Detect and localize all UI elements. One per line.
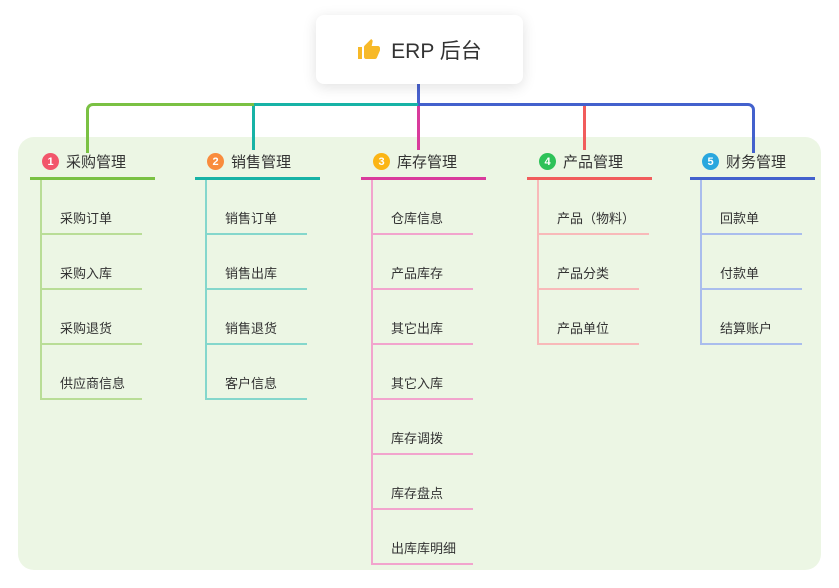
child-topic[interactable]: 付款单 — [702, 235, 802, 290]
child-topic[interactable]: 结算账户 — [702, 290, 802, 345]
child-topic[interactable]: 其它出库 — [373, 290, 473, 345]
branch-children: 产品（物料）产品分类产品单位 — [537, 180, 650, 345]
branch-children: 采购订单采购入库采购退货供应商信息 — [40, 180, 142, 400]
branch-title: 财务管理 — [726, 154, 787, 171]
child-topic[interactable]: 仓库信息 — [373, 180, 473, 235]
priority-badge: 2 — [207, 153, 224, 170]
branch2-segment-line — [254, 103, 418, 106]
branch-title-row[interactable]: 2 销售管理 — [195, 149, 320, 180]
child-topic[interactable]: 采购退货 — [42, 290, 142, 345]
child-topic[interactable]: 产品分类 — [539, 235, 639, 290]
branch-title: 库存管理 — [397, 154, 458, 171]
child-topic[interactable]: 客户信息 — [207, 345, 307, 400]
priority-badge: 5 — [702, 153, 719, 170]
child-topic[interactable]: 采购入库 — [42, 235, 142, 290]
thumbs-up-icon — [358, 38, 381, 59]
child-topic[interactable]: 产品（物料） — [539, 180, 650, 235]
branch-node: 3 库存管理 仓库信息产品库存其它出库其它入库库存调拨库存盘点出库库明细 — [361, 149, 486, 565]
branch-children: 仓库信息产品库存其它出库其它入库库存调拨库存盘点出库库明细 — [371, 180, 473, 565]
child-topic[interactable]: 供应商信息 — [42, 345, 142, 400]
child-topic[interactable]: 销售退货 — [207, 290, 307, 345]
branch-title-row[interactable]: 5 财务管理 — [690, 149, 815, 180]
child-topic[interactable]: 其它入库 — [373, 345, 473, 400]
child-topic[interactable]: 产品库存 — [373, 235, 473, 290]
branch-title: 产品管理 — [563, 154, 624, 171]
child-topic[interactable]: 产品单位 — [539, 290, 639, 345]
child-topic[interactable]: 出库库明细 — [373, 510, 473, 565]
branch-children: 回款单付款单结算账户 — [700, 180, 802, 345]
root-node[interactable]: ERP 后台 — [316, 15, 523, 84]
branch-children: 销售订单销售出库销售退货客户信息 — [205, 180, 307, 400]
branch5-elbow-line — [418, 103, 755, 153]
mindmap-panel — [18, 137, 821, 570]
child-topic[interactable]: 库存盘点 — [373, 455, 473, 510]
branch4-drop-line — [583, 106, 586, 150]
branch-title-row[interactable]: 3 库存管理 — [361, 149, 486, 180]
root-trunk-line — [417, 84, 420, 106]
branch-node: 1 采购管理 采购订单采购入库采购退货供应商信息 — [30, 149, 155, 400]
branch-node: 5 财务管理 回款单付款单结算账户 — [690, 149, 815, 345]
child-topic[interactable]: 销售出库 — [207, 235, 307, 290]
branch-node: 4 产品管理 产品（物料）产品分类产品单位 — [527, 149, 652, 345]
branch-title: 采购管理 — [66, 154, 127, 171]
child-topic[interactable]: 销售订单 — [207, 180, 307, 235]
branch-title-row[interactable]: 4 产品管理 — [527, 149, 652, 180]
branch2-drop-line — [252, 106, 255, 150]
root-title: ERP 后台 — [391, 39, 482, 63]
child-topic[interactable]: 采购订单 — [42, 180, 142, 235]
child-topic[interactable]: 库存调拨 — [373, 400, 473, 455]
branch1-elbow-line — [86, 103, 257, 153]
branch-title: 销售管理 — [231, 154, 292, 171]
branch-title-row[interactable]: 1 采购管理 — [30, 149, 155, 180]
priority-badge: 1 — [42, 153, 59, 170]
branch-node: 2 销售管理 销售订单销售出库销售退货客户信息 — [195, 149, 320, 400]
priority-badge: 3 — [373, 153, 390, 170]
branch3-drop-line — [417, 106, 420, 150]
child-topic[interactable]: 回款单 — [702, 180, 802, 235]
priority-badge: 4 — [539, 153, 556, 170]
